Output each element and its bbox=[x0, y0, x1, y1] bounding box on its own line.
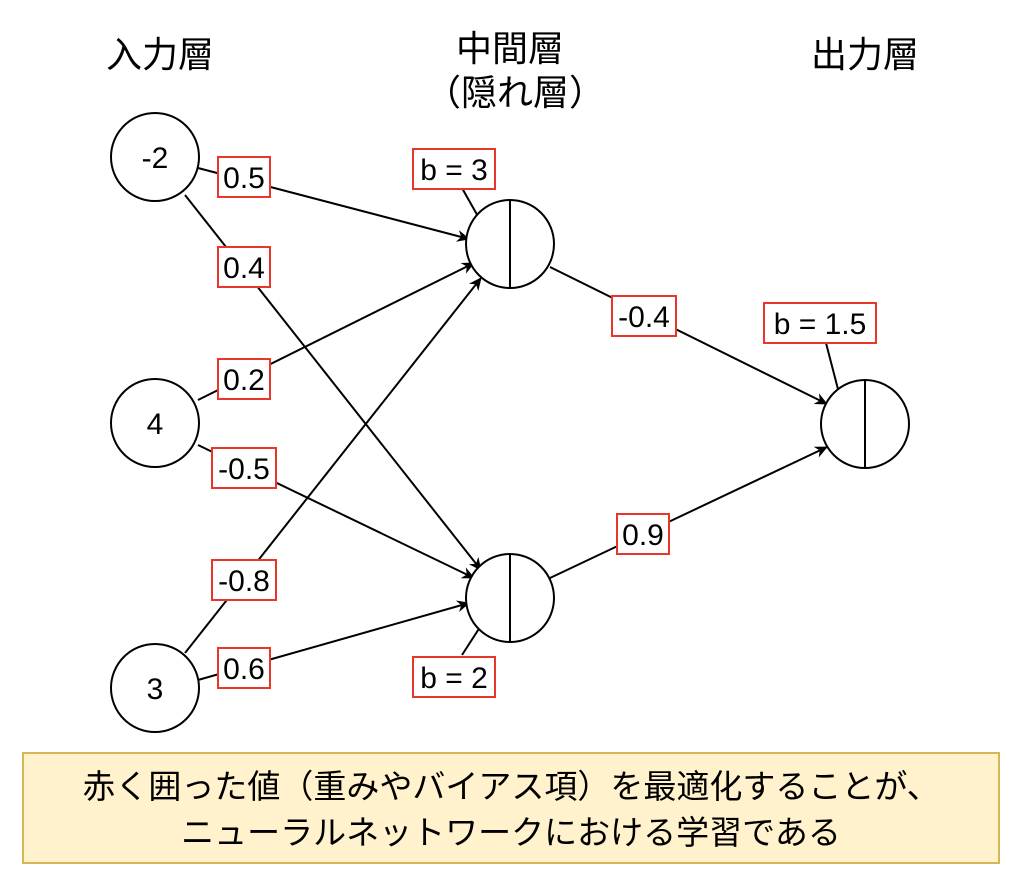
weight-box-w3-bottom: 0.6 bbox=[217, 647, 271, 689]
weight-box-w2-bottom: -0.5 bbox=[211, 447, 277, 489]
edge-hidden-bottom-output bbox=[549, 446, 828, 579]
svg-text:-0.4: -0.4 bbox=[618, 301, 670, 334]
hidden-layer-title: 中間層 （隠れ層） bbox=[425, 28, 606, 116]
weight-box-w1-top: 0.5 bbox=[217, 156, 271, 198]
svg-text:-0.5: -0.5 bbox=[218, 453, 270, 486]
input-node-3-label: 3 bbox=[147, 673, 164, 706]
input-node-2: 4 bbox=[110, 378, 200, 468]
hidden-node-bottom bbox=[465, 553, 555, 643]
output-node bbox=[820, 379, 910, 469]
bias-box-hidden-top: b = 3 bbox=[412, 148, 496, 190]
svg-text:0.2: 0.2 bbox=[223, 364, 265, 397]
svg-text:0.5: 0.5 bbox=[223, 162, 265, 195]
svg-text:b = 2: b = 2 bbox=[420, 662, 488, 695]
hidden-node-top bbox=[465, 199, 555, 289]
input-node-2-label: 4 bbox=[147, 408, 164, 441]
svg-text:0.9: 0.9 bbox=[622, 519, 664, 552]
output-layer-title: 出力層 bbox=[810, 35, 919, 76]
weight-box-w1-bottom: 0.4 bbox=[217, 246, 271, 288]
svg-text:b = 1.5: b = 1.5 bbox=[774, 308, 867, 341]
hidden-layer-title-line2: （隠れ層） bbox=[425, 73, 606, 114]
explanation-note: 赤く囲った値（重みやバイアス項）を最適化することが、 ニューラルネットワークにお… bbox=[22, 752, 1000, 864]
edge-hidden-top-output bbox=[549, 266, 828, 405]
weight-box-w2-top: 0.2 bbox=[217, 358, 271, 400]
input-node-1-label: -2 bbox=[142, 142, 169, 175]
input-node-3: 3 bbox=[110, 643, 200, 733]
note-line-1: 赤く囲った値（重みやバイアス項）を最適化することが、 bbox=[82, 767, 940, 806]
weight-box-w3-top: -0.8 bbox=[211, 559, 277, 601]
hidden-layer-title-line1: 中間層 bbox=[455, 29, 564, 70]
svg-text:-0.8: -0.8 bbox=[218, 565, 270, 598]
weight-box-hidden-bottom-output: 0.9 bbox=[616, 513, 670, 555]
input-node-1: -2 bbox=[110, 112, 200, 202]
svg-text:b = 3: b = 3 bbox=[420, 154, 488, 187]
svg-text:0.6: 0.6 bbox=[223, 653, 265, 686]
svg-text:0.4: 0.4 bbox=[223, 252, 265, 285]
bias-box-output: b = 1.5 bbox=[763, 302, 877, 344]
input-layer-title: 入力層 bbox=[105, 35, 214, 76]
weight-box-hidden-top-output: -0.4 bbox=[611, 295, 677, 337]
note-line-2: ニューラルネットワークにおける学習である bbox=[181, 813, 841, 852]
bias-box-hidden-bottom: b = 2 bbox=[412, 656, 496, 698]
